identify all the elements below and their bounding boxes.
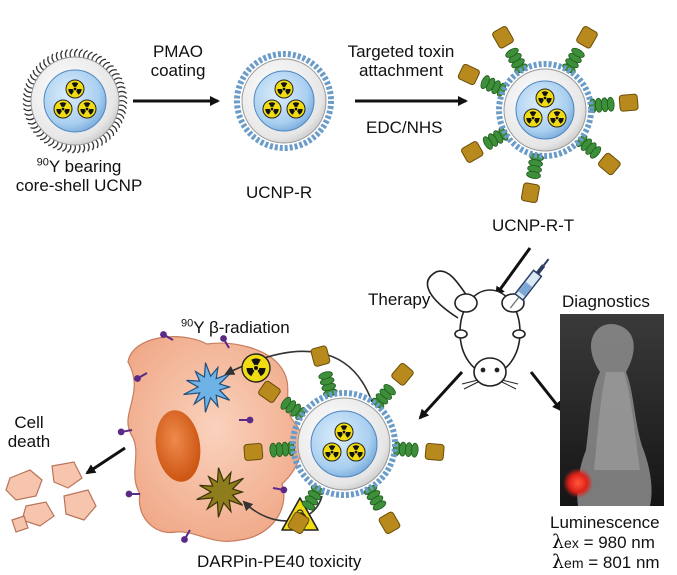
arrow-to-diagnostics	[529, 371, 563, 412]
pmao-label-line2: coating	[150, 61, 206, 80]
radioactive-icon	[322, 442, 342, 462]
darpin-arm	[392, 441, 445, 461]
core-particle-label: 90Y bearing core-shell UCNP	[4, 157, 154, 195]
lambda-em-value: = 801 nm	[583, 553, 660, 572]
radioactive-icon	[53, 99, 73, 119]
lambda-ex-subscript: ex	[564, 535, 579, 551]
ucnp-core-shell-particle	[22, 48, 128, 154]
receptor	[125, 490, 140, 498]
radiation-burst-icon	[183, 362, 232, 413]
therapy-label: Therapy	[368, 290, 431, 309]
ucnp-r-t-particle	[457, 26, 639, 204]
darpin-arm	[371, 362, 414, 409]
lambda-em-label: λem = 801 nm	[552, 553, 660, 573]
darpin-arm	[588, 93, 639, 114]
arrow-cell-death	[85, 446, 126, 475]
radioactive-icon	[334, 422, 354, 442]
cell-death-line1: Cell	[14, 413, 44, 432]
ucnp-r-t-particle-bound	[243, 345, 445, 535]
receptor	[160, 331, 174, 341]
toxin-attachment-label: Targeted toxin attachment	[326, 42, 476, 80]
receptor	[117, 428, 133, 436]
core-particle-text: Y bearing	[48, 157, 122, 176]
cell-nucleus	[155, 410, 201, 482]
receptor	[272, 486, 288, 494]
luminescence-image	[560, 314, 664, 506]
toxicity-burst-icon	[196, 467, 245, 518]
radioactive-icon	[286, 99, 306, 119]
receptor	[181, 529, 191, 543]
darpin-arm	[457, 63, 507, 97]
particle-fringe	[22, 48, 128, 154]
luminescence-label: Luminescence	[550, 513, 660, 532]
receptor	[134, 372, 148, 382]
lambda-em-subscript: em	[564, 555, 584, 571]
darpin-arm	[520, 153, 544, 204]
diagnostics-label: Diagnostics	[562, 292, 650, 311]
radioactive-icons	[523, 88, 567, 128]
darpin-arm	[310, 345, 338, 397]
receptors	[117, 331, 288, 543]
radioactive-icon	[346, 442, 366, 462]
radioactive-icon	[274, 79, 294, 99]
lambda-symbol: λ	[552, 531, 565, 553]
radioactive-icon	[262, 99, 282, 119]
radiation-label: 90Y β-radiation	[181, 318, 290, 337]
radioactive-icons	[262, 79, 306, 119]
ucnp-r-label: UCNP-R	[246, 183, 313, 202]
radiation-hazard-icon	[241, 353, 271, 383]
arrow-to-therapy	[418, 370, 464, 420]
radioactive-icon	[77, 99, 97, 119]
darpin-arm	[492, 26, 528, 74]
core-particle-line1: 90Y bearing	[4, 157, 154, 176]
radioactive-icons	[322, 422, 366, 462]
radioactive-icons	[53, 79, 97, 119]
isotope-superscript: 90	[36, 156, 49, 169]
cell-death-label: Cell death	[6, 413, 52, 451]
lambda-ex-value: = 980 nm	[578, 533, 655, 552]
cancer-cell	[117, 331, 303, 543]
receptor	[239, 416, 254, 424]
edc-nhs-label: EDC/NHS	[366, 118, 443, 137]
pmao-label-line1: PMAO	[152, 42, 204, 61]
radiation-text: Y β-radiation	[193, 318, 290, 337]
pmao-label: PMAO coating	[140, 42, 216, 80]
toxin-label-line1: Targeted toxin	[347, 42, 455, 61]
radioactive-icon	[535, 88, 555, 108]
arrow-to-mouse	[494, 247, 532, 297]
receptor	[220, 335, 230, 349]
radioactive-icon	[547, 108, 567, 128]
radioactive-icon	[65, 79, 85, 99]
lambda-symbol: λ	[552, 551, 565, 573]
ucnp-r-particle	[234, 51, 334, 151]
radioactive-icon	[523, 108, 543, 128]
lambda-ex-label: λex = 980 nm	[552, 533, 655, 553]
ucnp-r-t-label: UCNP-R-T	[492, 216, 575, 235]
mouse-illustration	[426, 270, 526, 390]
radiation-isotope: 90	[181, 317, 194, 330]
cell-death-line2: death	[7, 432, 51, 451]
toxin-label-line2: attachment	[358, 61, 444, 80]
syringe-icon	[509, 258, 550, 309]
cell-debris	[5, 461, 97, 533]
core-particle-line2: core-shell UCNP	[15, 176, 143, 195]
luminescence-signal	[563, 468, 593, 498]
darpin-arm	[562, 26, 598, 74]
toxicity-label: DARPin-PE40 toxicity	[197, 552, 362, 571]
darpin-arm	[243, 441, 296, 461]
